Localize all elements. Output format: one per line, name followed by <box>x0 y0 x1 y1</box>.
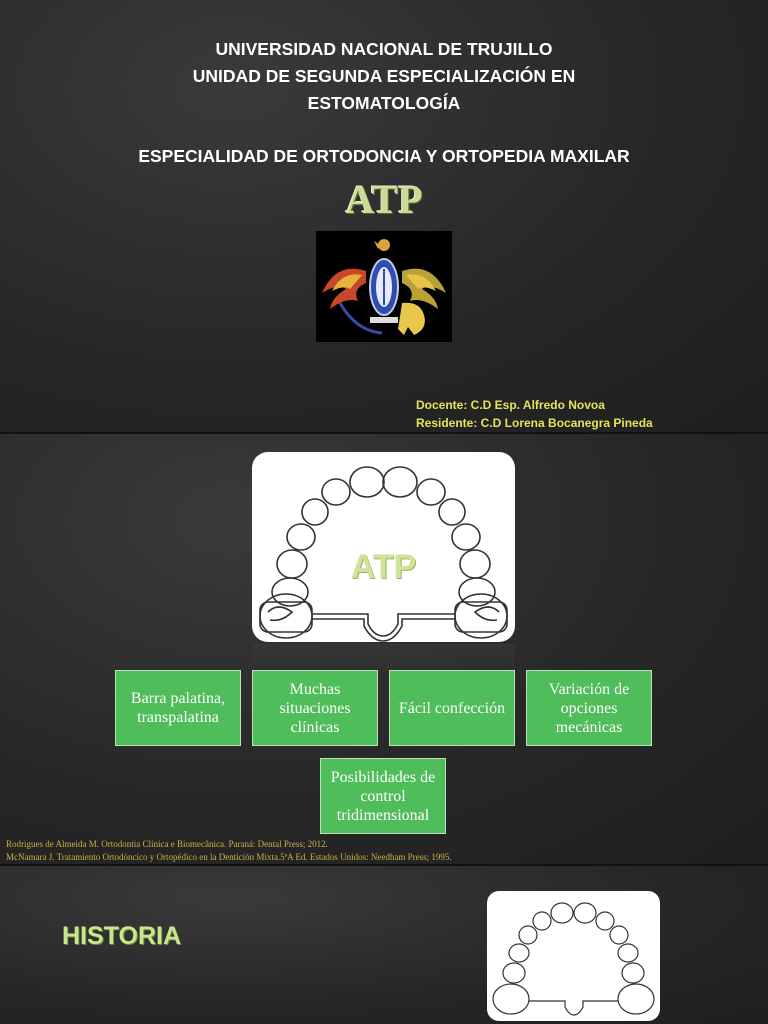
slide-title: ATP <box>345 177 423 222</box>
references: Rodrigues de Almeida M. Ortodontia Clíni… <box>6 838 452 864</box>
slide-divider <box>0 432 768 434</box>
dental-arch-diagram: ATP <box>252 452 515 642</box>
concept-slide: ATP Barra palatina, transpalatina Muchas… <box>0 434 768 864</box>
feature-box-mechanical-options: Variación de opciones mecánicas <box>526 670 652 746</box>
feature-box-clinical-situations: Muchas situaciones clínicas <box>252 670 378 746</box>
docente-text: Docente: C.D Esp. Alfredo Novoa <box>416 398 605 412</box>
reference-item: Rodrigues de Almeida M. Ortodontia Clíni… <box>6 839 328 849</box>
history-slide: HISTORIA <box>0 866 768 1024</box>
university-seal-logo <box>316 231 452 342</box>
dental-arch-diagram-small <box>487 891 660 1021</box>
reference-item: McNamara J. Tratamiento Ortodóncico y Or… <box>6 852 452 862</box>
slide-divider <box>0 864 768 866</box>
feature-box-3d-control: Posibilidades de control tridimensional <box>320 758 446 834</box>
feature-box-transpalatal-bar: Barra palatina, transpalatina <box>115 670 241 746</box>
residente-text: Residente: C.D Lorena Bocanegra Pineda <box>416 416 653 430</box>
seal-graphic <box>316 231 452 342</box>
university-line-2: UNIDAD DE SEGUNDA ESPECIALIZACIÓN EN <box>192 66 576 86</box>
university-heading: UNIVERSIDAD NACIONAL DE TRUJILLO UNIDAD … <box>0 36 768 117</box>
history-heading: HISTORIA <box>62 922 181 950</box>
university-line-1: UNIVERSIDAD NACIONAL DE TRUJILLO <box>215 39 553 59</box>
specialty-heading: ESPECIALIDAD DE ORTODONCIA Y ORTOPEDIA M… <box>138 146 630 166</box>
title-slide: UNIVERSIDAD NACIONAL DE TRUJILLO UNIDAD … <box>0 0 768 432</box>
arch-teeth-graphic-small <box>492 902 655 1016</box>
university-line-3: ESTOMATOLOGÍA <box>307 93 461 113</box>
diagram-label: ATP <box>350 548 417 586</box>
presenters-block: Docente: C.D Esp. Alfredo Novoa Resident… <box>416 396 653 432</box>
feature-box-easy-fabrication: Fácil confección <box>389 670 515 746</box>
arch-teeth-graphic <box>259 466 508 642</box>
